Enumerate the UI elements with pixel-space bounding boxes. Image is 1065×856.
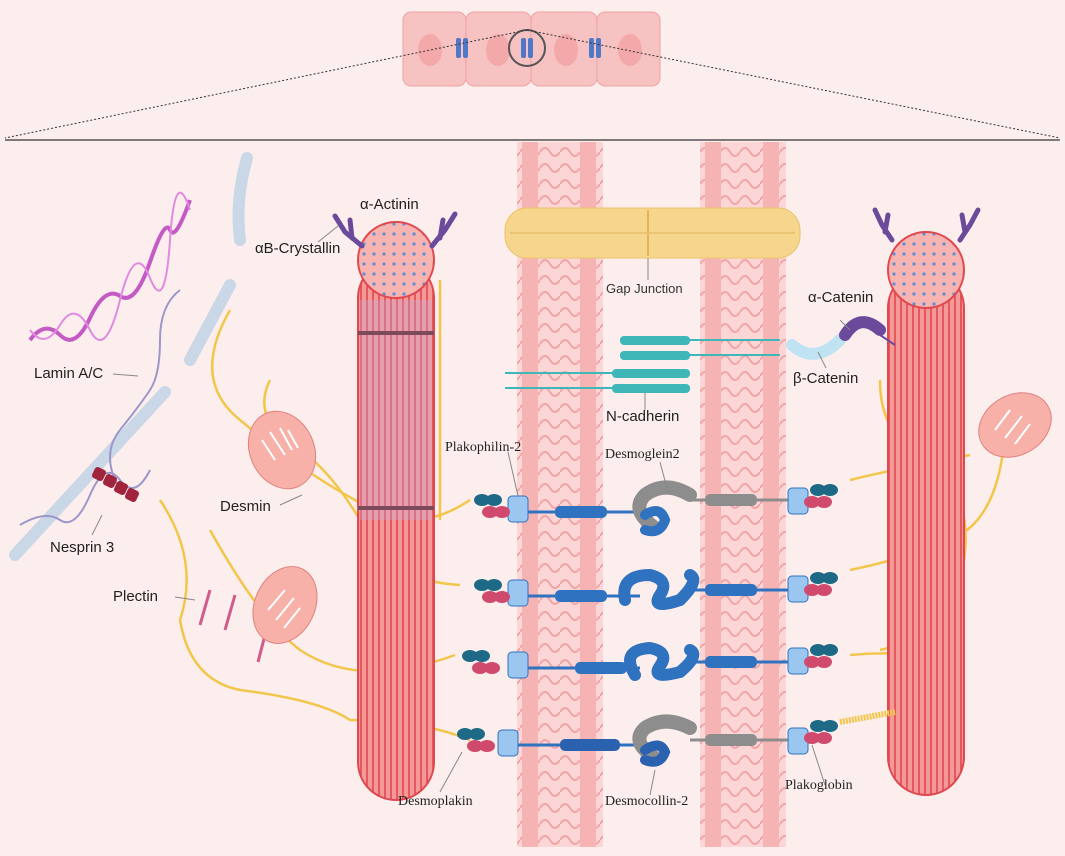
gap-junction — [504, 207, 801, 259]
lamin-helix-2 — [29, 191, 191, 341]
beta-catenin — [786, 334, 846, 360]
label-beta-catenin: β-Catenin — [793, 370, 859, 387]
label-desmoglein: Desmoglein2 — [605, 447, 680, 462]
nesprin-wave — [19, 469, 151, 526]
label-desmin: Desmin — [220, 498, 271, 515]
lamin-helix — [28, 199, 192, 342]
mitochondrion-3 — [978, 392, 1052, 458]
plectin — [198, 589, 267, 663]
desmosome-row-1 — [474, 480, 838, 537]
leader-lines — [91, 225, 851, 796]
label-nesprin: Nesprin 3 — [50, 539, 115, 556]
lamin-wave — [109, 289, 181, 491]
label-n-cadherin: N-cadherin — [606, 408, 680, 425]
label-ab-crystallin: αB-Crystallin — [255, 240, 341, 257]
myofibril-left — [357, 221, 435, 801]
label-lamin: Lamin A/C — [34, 365, 104, 382]
crystallin-right — [872, 207, 981, 243]
label-plakoglobin: Plakoglobin — [785, 778, 853, 793]
crystallin-left — [332, 211, 458, 249]
alpha-catenin — [839, 316, 886, 341]
label-plakophilin: Plakophilin-2 — [445, 440, 522, 455]
n-cadherin — [505, 336, 780, 393]
desmosome-row-2 — [474, 568, 838, 610]
label-alpha-actinin: α-Actinin — [360, 196, 419, 213]
mitochondrion-1 — [247, 410, 317, 490]
nesprin — [92, 467, 139, 502]
cell-inset — [4, 11, 1061, 141]
label-plectin: Plectin — [113, 588, 159, 605]
mitochondrion-2 — [252, 566, 318, 644]
label-desmocollin: Desmocollin-2 — [605, 794, 689, 809]
label-desmoplakin: Desmoplakin — [398, 794, 473, 809]
myofibril-right — [887, 231, 965, 796]
label-gap-junction: Gap Junction — [606, 281, 683, 296]
desmosome-row-3 — [462, 641, 838, 681]
microtubules — [9, 152, 253, 561]
desmosome-row-4 — [457, 709, 896, 767]
label-alpha-catenin: α-Catenin — [808, 289, 874, 306]
